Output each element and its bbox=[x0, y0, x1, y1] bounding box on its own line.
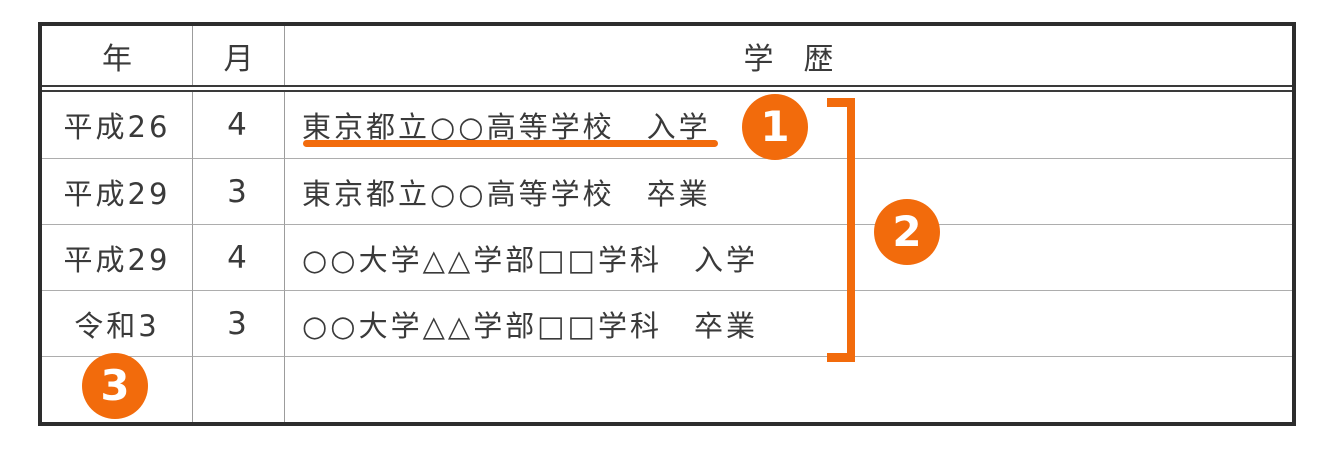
history-cell bbox=[285, 356, 1292, 422]
marker-1-number: 1 bbox=[760, 102, 790, 151]
rows-bracket-annotation bbox=[827, 98, 855, 362]
table-row: 平成29 4 ○○大学△△学部□□学科 入学 bbox=[42, 224, 1292, 290]
history-cell: 東京都立○○高等学校 入学 bbox=[285, 92, 1292, 158]
annotation-marker-2: 2 bbox=[874, 199, 940, 265]
year-value: 平成29 bbox=[63, 242, 171, 277]
year-value: 令和3 bbox=[74, 308, 160, 343]
header-double-rule bbox=[42, 85, 1292, 92]
header-year-label: 年 bbox=[102, 41, 132, 77]
table-row: 平成26 4 東京都立○○高等学校 入学 bbox=[42, 92, 1292, 158]
header-year: 年 bbox=[42, 26, 193, 85]
history-value: 東京都立○○高等学校 卒業 bbox=[302, 176, 711, 211]
month-cell bbox=[193, 356, 285, 422]
month-value: 3 bbox=[227, 173, 250, 210]
table-header-row: 年 月 学 歴 bbox=[42, 26, 1292, 85]
year-cell: 平成29 bbox=[42, 224, 193, 290]
month-cell: 3 bbox=[193, 290, 285, 356]
history-cell: 東京都立○○高等学校 卒業 bbox=[285, 158, 1292, 224]
year-value: 平成26 bbox=[63, 110, 171, 144]
history-value: 東京都立○○高等学校 入学 bbox=[302, 110, 711, 144]
table-row: 平成29 3 東京都立○○高等学校 卒業 bbox=[42, 158, 1292, 224]
month-value: 3 bbox=[227, 305, 250, 342]
header-month-label: 月 bbox=[223, 41, 254, 77]
year-value: 平成29 bbox=[63, 176, 171, 211]
header-history-label: 学 歴 bbox=[743, 41, 834, 77]
history-value: ○○大学△△学部□□学科 入学 bbox=[302, 242, 759, 277]
history-cell: ○○大学△△学部□□学科 入学 bbox=[285, 224, 1292, 290]
year-cell: 平成26 bbox=[42, 92, 193, 158]
annotation-marker-1: 1 bbox=[742, 94, 808, 160]
annotation-marker-3: 3 bbox=[82, 353, 148, 419]
marker-3-number: 3 bbox=[100, 361, 130, 410]
marker-2-number: 2 bbox=[892, 207, 922, 256]
table-row: 令和3 3 ○○大学△△学部□□学科 卒業 bbox=[42, 290, 1292, 356]
year-cell: 平成29 bbox=[42, 158, 193, 224]
month-value: 4 bbox=[227, 107, 250, 143]
month-cell: 4 bbox=[193, 92, 285, 158]
entry-highlight-underline bbox=[303, 140, 718, 147]
year-cell: 令和3 bbox=[42, 290, 193, 356]
month-value: 4 bbox=[227, 239, 250, 276]
history-value: ○○大学△△学部□□学科 卒業 bbox=[302, 308, 759, 343]
education-history-table: 年 月 学 歴 平成26 4 東京都立○○高等学校 入学 平成29 bbox=[38, 22, 1296, 426]
header-month: 月 bbox=[193, 26, 285, 85]
header-history: 学 歴 bbox=[285, 26, 1292, 85]
table-row-empty bbox=[42, 356, 1292, 422]
month-cell: 3 bbox=[193, 158, 285, 224]
month-cell: 4 bbox=[193, 224, 285, 290]
history-cell: ○○大学△△学部□□学科 卒業 bbox=[285, 290, 1292, 356]
